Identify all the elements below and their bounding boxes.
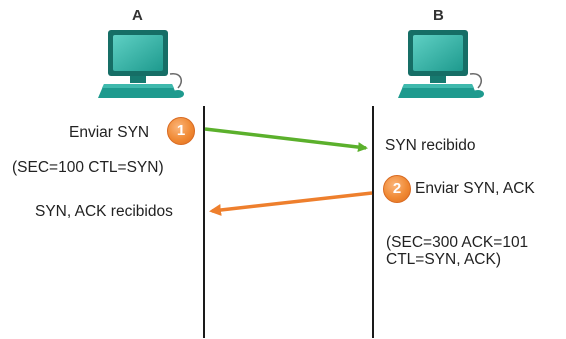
step1-action: Enviar SYN (69, 124, 150, 141)
step2-params-line1: (SEC=300 ACK=101 (386, 234, 529, 251)
syn-arrow (204, 127, 368, 153)
step2-params-line2: CTL=SYN, ACK) (386, 251, 501, 268)
syn-ack-arrow (209, 191, 373, 216)
timeline-a (203, 106, 205, 338)
step2-action: Enviar SYN, ACK (415, 180, 535, 197)
step2-result: SYN, ACK recibidos (35, 203, 173, 220)
computer-b-icon (398, 30, 484, 98)
step1-result: SYN recibido (385, 137, 476, 154)
step2-badge: 2 (383, 175, 411, 203)
host-b-label: B (433, 7, 444, 24)
host-a-label: A (132, 7, 143, 24)
computer-a-icon (98, 30, 184, 98)
timeline-b (372, 106, 374, 338)
step1-params: (SEC=100 CTL=SYN) (12, 159, 164, 176)
step1-badge: 1 (167, 117, 195, 145)
